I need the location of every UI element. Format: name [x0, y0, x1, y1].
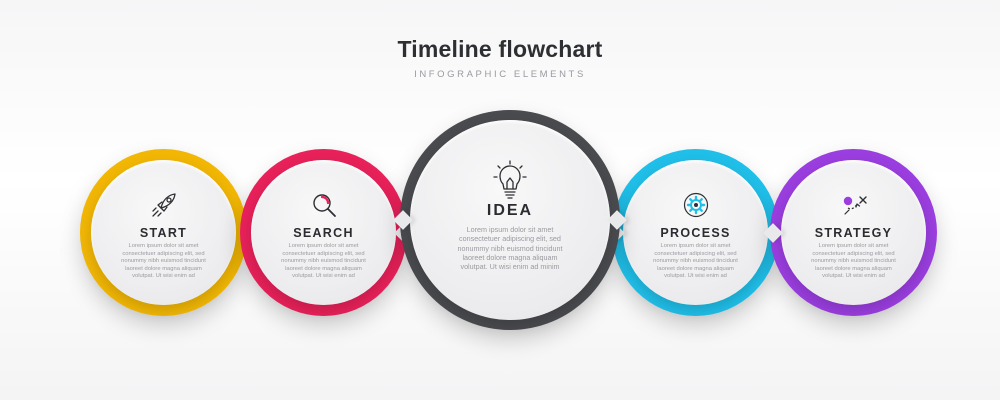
- step-title: SEARCH: [293, 226, 354, 240]
- step-title: PROCESS: [660, 226, 731, 240]
- magnifier-icon: [312, 194, 336, 217]
- page-title: Timeline flowchart: [397, 36, 603, 62]
- header: Timeline flowchart INFOGRAPHIC ELEMENTS: [0, 36, 1000, 80]
- lightbulb-icon: [493, 160, 527, 199]
- rocket-icon: [151, 193, 176, 217]
- step-title: START: [139, 226, 188, 240]
- strategy-icon: [843, 196, 867, 215]
- step-title: IDEA: [486, 202, 534, 219]
- page-subtitle: INFOGRAPHIC ELEMENTS: [414, 69, 586, 80]
- step-title: STRATEGY: [814, 226, 893, 240]
- gear-icon: [683, 192, 708, 218]
